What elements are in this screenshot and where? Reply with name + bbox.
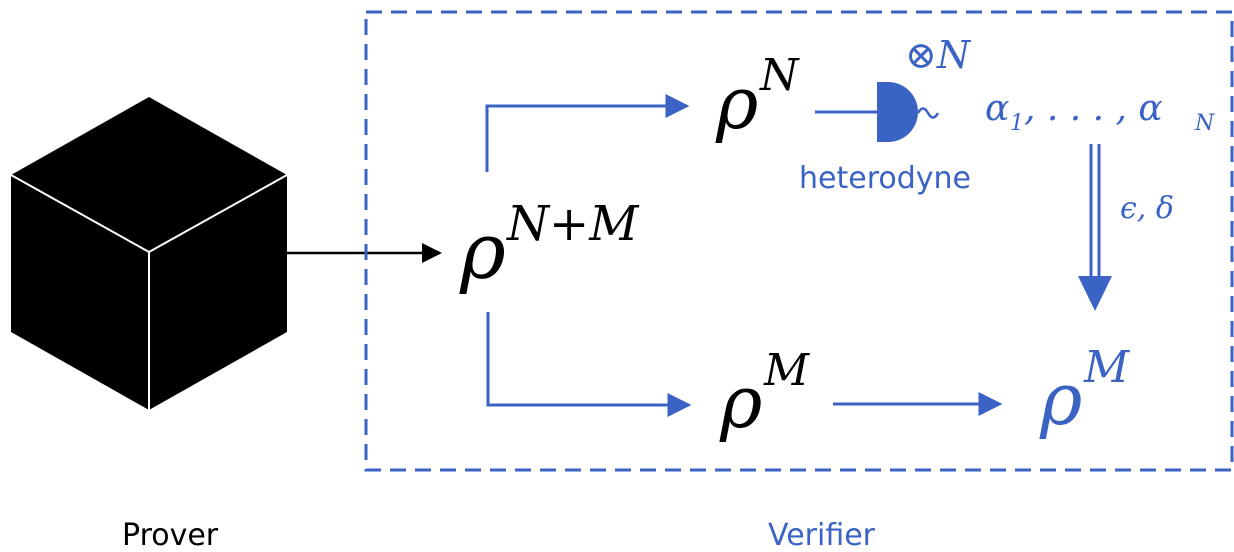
classical-double-arrow: [1078, 144, 1112, 311]
rho-combined-state: ρ N+M: [459, 196, 640, 297]
prover-label: Prover: [122, 518, 219, 552]
epsilon-delta-label: ϵ, δ: [1120, 191, 1174, 226]
measurement-outcomes: α 1 , . . . , α N: [985, 88, 1215, 136]
heterodyne-label: heterodyne: [799, 161, 971, 196]
upper-branch-arrow: [485, 94, 690, 172]
verifier-boundary: [364, 10, 1234, 472]
rho-n-state: ρ N: [715, 50, 800, 145]
tensor-power-label: ⊗N: [905, 33, 972, 77]
cube-icon: [10, 97, 288, 410]
detector-icon: [877, 82, 940, 142]
rho-m-state: ρ M: [719, 345, 810, 444]
lower-branch-arrow: [486, 312, 692, 417]
verifier-label: Verifier: [768, 518, 876, 552]
rho-m-output-state: ρ M: [1039, 342, 1130, 441]
